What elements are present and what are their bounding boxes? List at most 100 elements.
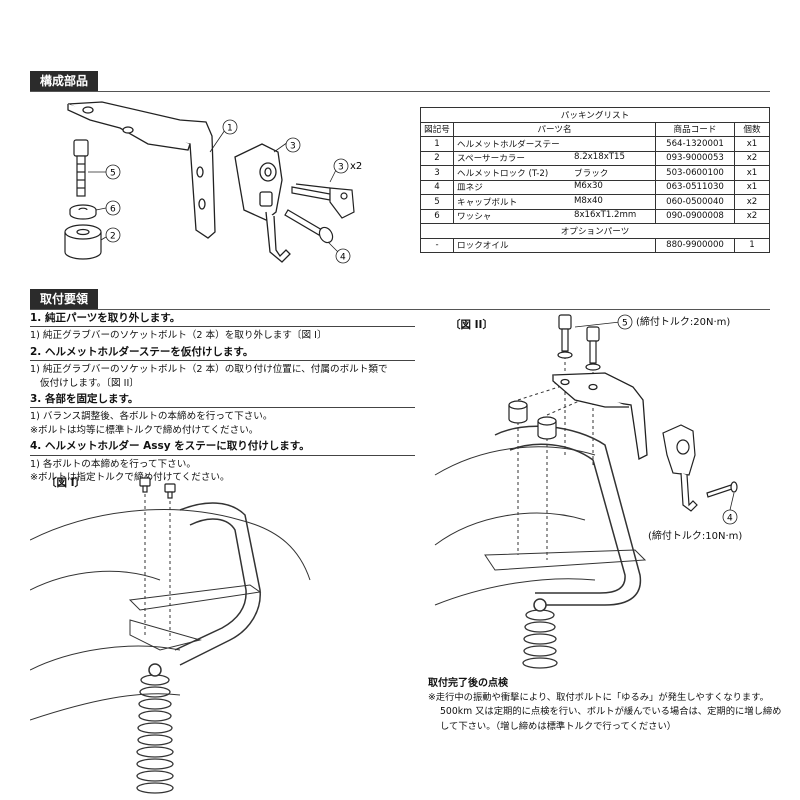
torque-label-bolt: (締付トルク:20N·m) (636, 317, 731, 328)
inspection-line: して下さい。（増し締めは標準トルクで行ってください） (440, 720, 677, 732)
row-code: 503-0600100 (655, 165, 735, 181)
inspection-line: 500km 又は定期的に点検を行い、ボルトが緩んでいる場合は、定期的に増し締め (440, 706, 782, 718)
helmet-lock-drawing (234, 143, 291, 263)
inspection-line: ※走行中の振動や衝撃により、取付ボルトに「ゆるみ」が発生しやすくなります。 (428, 692, 769, 704)
callout-4: 4 (727, 514, 733, 524)
callout-circle-1 (222, 119, 238, 135)
callout-circle-4 (722, 509, 738, 525)
row-num: 2 (420, 150, 454, 166)
figure-2-label: 〔図 II〕 (450, 319, 493, 331)
row-qty: x2 (734, 194, 770, 210)
part-spec: 8x16xT1.2mm (574, 210, 637, 221)
packing-list-table: パッキングリスト 図記号 パーツ名 商品コード 個数 1 ヘルメットホルダーステ… (420, 107, 770, 253)
step-2-line: 仮付けします。〔図 II〕 (40, 377, 139, 389)
part-spec: M8x40 (574, 195, 603, 206)
holder-stay-drawing (552, 372, 648, 460)
spacer-collar-icon (508, 400, 557, 440)
part-name: キャップボルト (457, 197, 518, 208)
row-qty: x2 (734, 208, 770, 224)
step-divider (30, 360, 415, 362)
row-qty: x1 (734, 179, 770, 195)
step-4-line: ※ボルトは指定トルクで締め付けてください。 (30, 472, 230, 484)
spacer-collar-drawing (64, 224, 102, 260)
part-spec: M6x30 (574, 181, 603, 192)
packing-list-title: パッキングリスト (420, 107, 770, 123)
row-num: 4 (420, 179, 454, 195)
callout-3-key: 3 (338, 163, 344, 173)
row-code: 063-0511030 (655, 179, 735, 195)
leader-1 (209, 129, 226, 153)
section-header-components: 構成部品 (30, 71, 99, 91)
inspection-title: 取付完了後の点検 (428, 678, 508, 689)
figure-2-illustration: 5 4 (434, 314, 738, 669)
figure-1-label: 〔図 I〕 (46, 477, 86, 489)
step-2-title: 2. ヘルメットホルダーステーを仮付けします。 (30, 345, 254, 358)
section-divider (30, 91, 770, 92)
callout-3: 3 (290, 142, 296, 152)
step-divider (30, 326, 415, 328)
option-parts-title: オプションパーツ (420, 223, 770, 239)
step-1-title: 1. 純正パーツを取り外します。 (30, 312, 181, 324)
callout-circle-4 (335, 248, 351, 264)
part-name: ヘルメットホルダーステー (457, 139, 560, 150)
step-4-title: 4. ヘルメットホルダー Assy をステーに取り付けします。 (30, 440, 310, 453)
step-3-line: 1) バランス調整後、各ボルトの本締めを行って下さい。 (30, 411, 273, 423)
part-spec: ブラック (574, 168, 609, 179)
callout-5: 5 (110, 169, 116, 179)
part-name: ワッシャ (457, 212, 492, 223)
row-qty: 1 (734, 237, 770, 253)
row-name: スペーサーカラー 8.2x18xT15 (453, 150, 656, 166)
callout-6: 6 (110, 205, 116, 215)
leader-4 (327, 241, 339, 253)
col-header-qty: 個数 (734, 121, 770, 137)
callout-2: 2 (110, 232, 116, 242)
step-3-line: ※ボルトは均等に標準トルクで締め付けてください。 (30, 424, 259, 436)
callout-circle-2 (105, 227, 121, 243)
callout-5: 5 (622, 319, 628, 329)
callout-circle-6 (105, 200, 121, 216)
row-name: ヘルメットホルダーステー (453, 136, 656, 152)
figure-1-illustration (30, 477, 311, 794)
step-divider (30, 454, 415, 456)
leader-3 (273, 141, 289, 153)
row-code: 093-9000053 (655, 150, 735, 166)
step-3-title: 3. 各部を固定します。 (30, 393, 139, 406)
removed-bolt-icon (139, 477, 176, 499)
row-code: 564-1320001 (655, 136, 735, 152)
callout-circle-5 (105, 164, 121, 180)
leader-5 (574, 321, 621, 328)
helmet-lock-icon (662, 424, 698, 512)
part-name: スペーサーカラー (457, 154, 525, 165)
row-num: 3 (420, 165, 454, 181)
row-num: 1 (420, 136, 454, 152)
row-num: - (420, 237, 454, 253)
row-qty: x1 (734, 165, 770, 181)
row-name: ワッシャ 8x16xT1.2mm (453, 208, 656, 224)
cap-bolt-drawing (73, 139, 89, 197)
quantity-x2: x2 (350, 161, 362, 172)
washer-drawing (69, 204, 97, 220)
step-4-line: 1) 各ボルトの本締めを行って下さい。 (30, 458, 196, 470)
row-num: 5 (420, 194, 454, 210)
section-divider (30, 309, 770, 310)
step-divider (30, 407, 415, 409)
callout-1: 1 (227, 124, 233, 134)
row-name: キャップボルト M8x40 (453, 194, 656, 210)
part-name: ヘルメットロック (T-2) (457, 168, 549, 179)
callout-4: 4 (340, 253, 346, 263)
leader-3-key (329, 169, 337, 183)
col-header-code: 商品コード (655, 121, 735, 137)
flat-screw-drawing (284, 209, 334, 244)
components-illustration: 1 5 6 2 3 3 x (64, 101, 362, 264)
part-spec: 8.2x18xT15 (574, 152, 625, 163)
callout-circle-5 (617, 314, 633, 330)
section-header-installation: 取付要領 (30, 289, 99, 309)
table-row: 3 ヘルメットロック (T-2) ブラック 503-0600100 x1 (420, 165, 770, 181)
flat-screw-icon (706, 481, 738, 498)
installation-steps: 1. 純正パーツを取り外します。 1) 純正グラブバーのソケットボルト（2 本）… (30, 309, 415, 484)
leader-4 (729, 492, 735, 511)
